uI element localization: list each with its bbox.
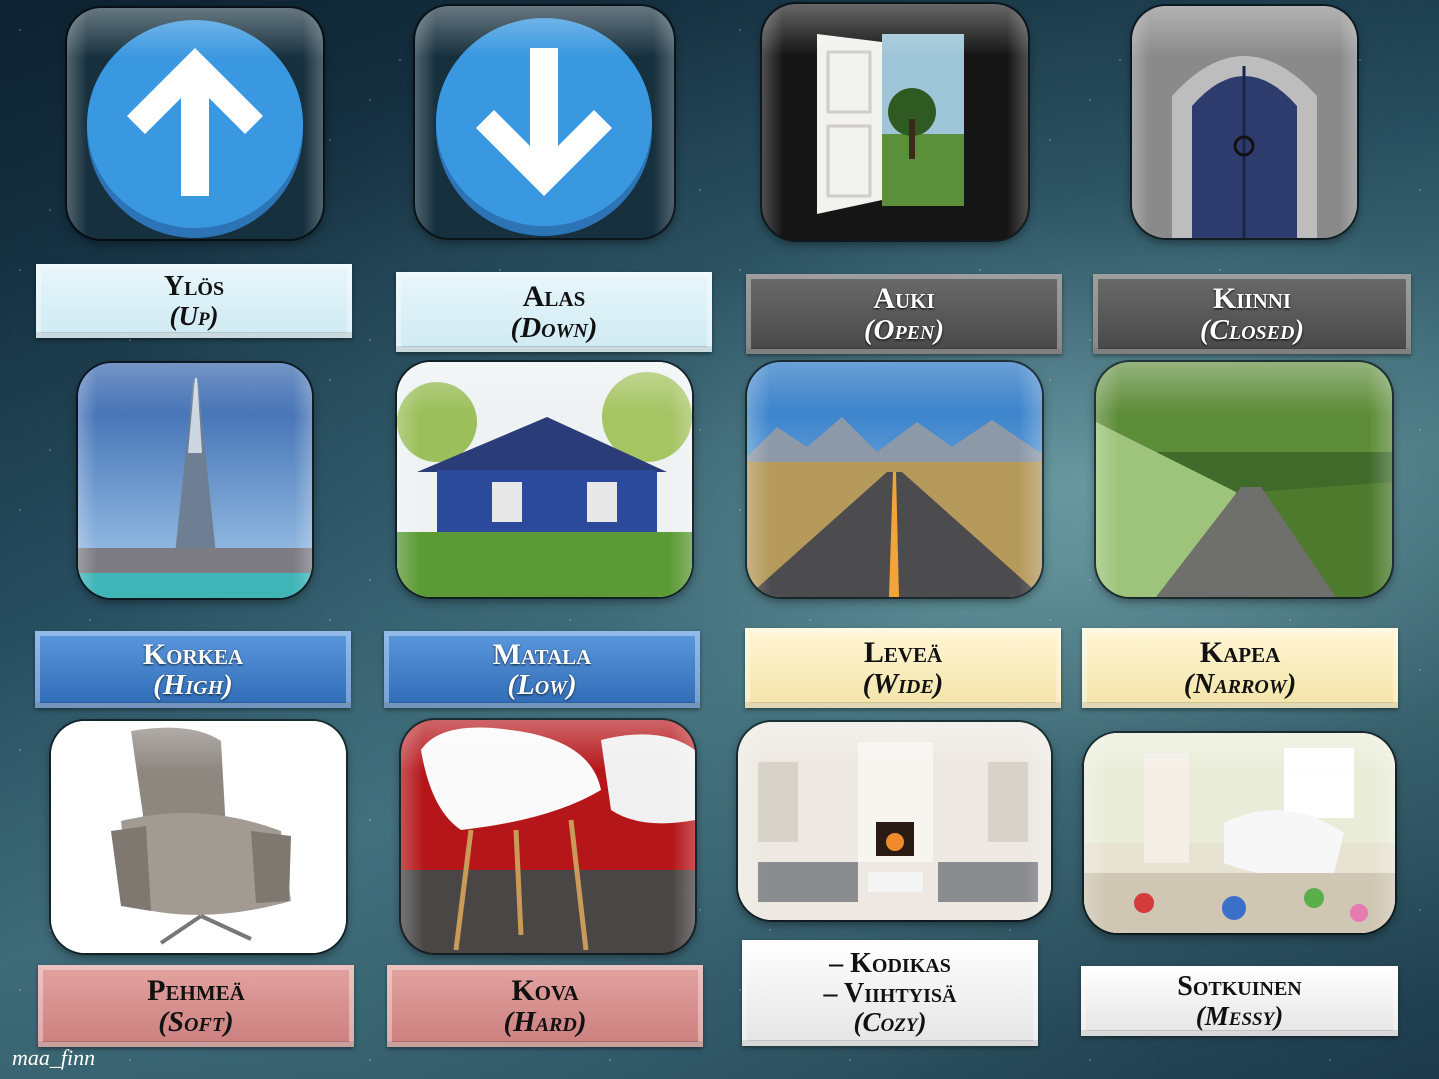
cozy-room-tile[interactable] bbox=[738, 722, 1051, 920]
tall-tower-photo bbox=[78, 363, 312, 598]
low-house-tile[interactable] bbox=[397, 362, 692, 597]
label-hard-fi: Kova bbox=[511, 974, 579, 1008]
label-wide: Leveä (Wide) bbox=[745, 628, 1061, 708]
closed-door-photo bbox=[1132, 6, 1357, 238]
messy-room-photo bbox=[1084, 733, 1395, 933]
soft-armchair-photo bbox=[51, 721, 346, 953]
label-up-en: (Up) bbox=[169, 300, 219, 331]
author-credit: maa_finn bbox=[12, 1045, 96, 1070]
label-messy: Sotkuinen (Messy) bbox=[1081, 966, 1398, 1036]
up-arrow-tile[interactable] bbox=[67, 8, 323, 239]
label-narrow-fi: Kapea bbox=[1199, 636, 1281, 670]
label-down: Alas (Down) bbox=[396, 272, 712, 352]
label-hard-en: (Hard) bbox=[503, 1005, 587, 1038]
label-messy-en: (Messy) bbox=[1195, 1000, 1284, 1031]
narrow-road-photo bbox=[1096, 362, 1392, 597]
label-up-fi: Ylös bbox=[163, 271, 225, 303]
label-cozy-fi-2: – Viihtyisä bbox=[823, 977, 957, 1009]
hard-chair-photo bbox=[401, 720, 695, 953]
cozy-room-photo bbox=[738, 722, 1051, 920]
label-cozy-fi-1: – Kodikas bbox=[829, 948, 951, 980]
label-open: Auki (Open) bbox=[746, 274, 1062, 354]
label-soft: Pehmeä (Soft) bbox=[38, 965, 354, 1047]
label-down-en: (Down) bbox=[510, 311, 598, 344]
label-cozy-en: (Cozy) bbox=[853, 1007, 927, 1038]
open-door-tile[interactable] bbox=[762, 4, 1028, 240]
label-closed-fi: Kiinni bbox=[1212, 282, 1292, 316]
label-narrow-en: (Narrow) bbox=[1183, 667, 1297, 700]
label-wide-fi: Leveä bbox=[863, 636, 943, 670]
label-low-en: (Low) bbox=[507, 669, 577, 702]
closed-door-tile[interactable] bbox=[1132, 6, 1357, 238]
down-arrow-tile[interactable] bbox=[415, 6, 674, 238]
open-door-photo bbox=[762, 4, 1028, 240]
label-soft-en: (Soft) bbox=[158, 1005, 234, 1038]
narrow-road-tile[interactable] bbox=[1096, 362, 1392, 597]
low-house-photo bbox=[397, 362, 692, 597]
hard-chair-tile[interactable] bbox=[401, 720, 695, 953]
arrow-down-icon bbox=[436, 18, 652, 236]
label-high: Korkea (High) bbox=[35, 631, 351, 708]
label-up: Ylös (Up) bbox=[36, 264, 352, 338]
label-open-en: (Open) bbox=[863, 313, 945, 346]
label-high-en: (High) bbox=[153, 669, 233, 702]
arrow-up-icon bbox=[87, 20, 303, 238]
soft-armchair-tile[interactable] bbox=[51, 721, 346, 953]
label-narrow: Kapea (Narrow) bbox=[1082, 628, 1398, 708]
label-down-fi: Alas bbox=[522, 280, 586, 314]
label-wide-en: (Wide) bbox=[862, 667, 944, 700]
label-open-fi: Auki bbox=[873, 282, 935, 316]
label-cozy: – Kodikas – Viihtyisä (Cozy) bbox=[742, 940, 1038, 1046]
high-tower-tile[interactable] bbox=[78, 363, 312, 598]
label-low: Matala (Low) bbox=[384, 631, 700, 708]
label-closed: Kiinni (Closed) bbox=[1093, 274, 1411, 354]
messy-room-tile[interactable] bbox=[1084, 733, 1395, 933]
label-low-fi: Matala bbox=[492, 637, 592, 671]
label-soft-fi: Pehmeä bbox=[147, 974, 245, 1008]
wide-road-tile[interactable] bbox=[747, 362, 1042, 597]
label-closed-en: (Closed) bbox=[1199, 313, 1305, 346]
label-high-fi: Korkea bbox=[142, 637, 244, 671]
label-messy-fi: Sotkuinen bbox=[1177, 971, 1302, 1003]
label-hard: Kova (Hard) bbox=[387, 965, 703, 1047]
wide-road-photo bbox=[747, 362, 1042, 597]
